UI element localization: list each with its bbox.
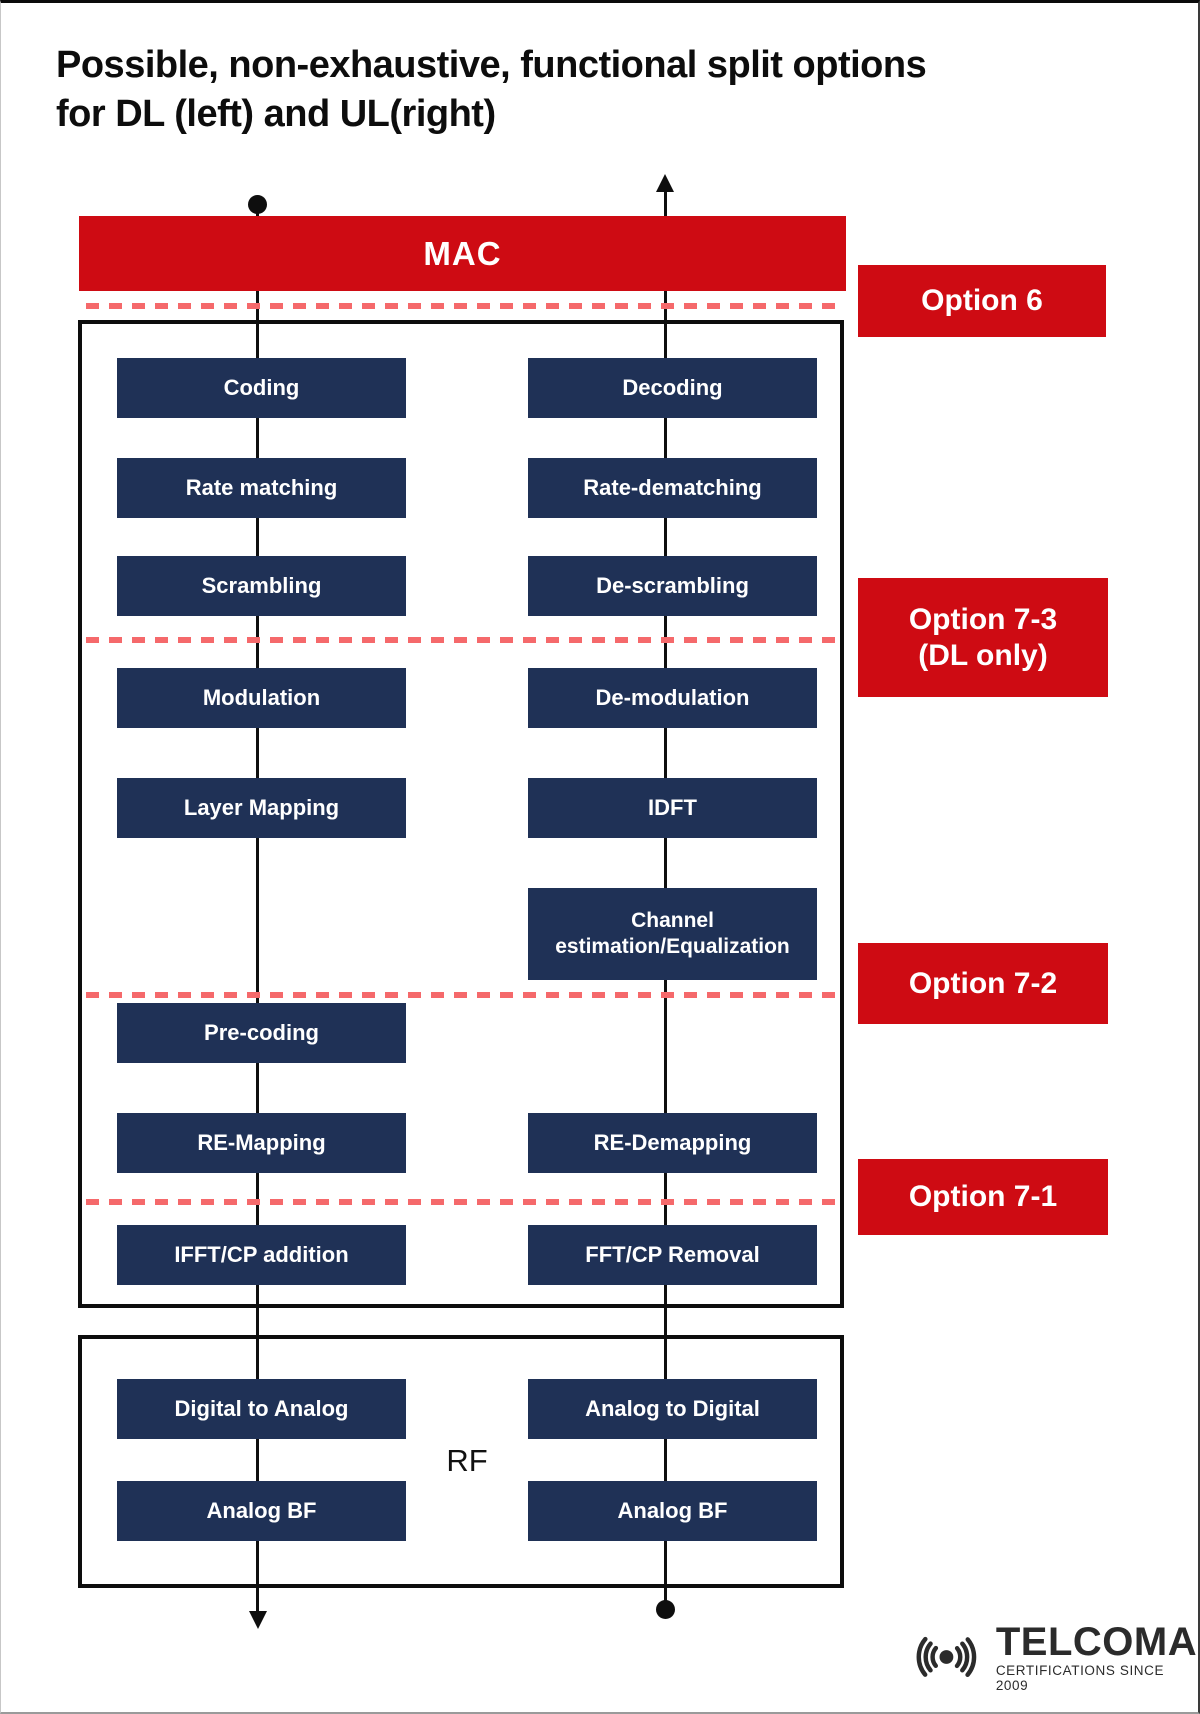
dl-box-re-mapping: RE-Mapping xyxy=(117,1113,406,1173)
page-title: Possible, non-exhaustive, functional spl… xyxy=(56,41,1106,139)
page-title-line1: Possible, non-exhaustive, functional spl… xyxy=(56,44,927,86)
ul-box-decoding-label: Decoding xyxy=(622,375,723,400)
dl-start-dot xyxy=(248,195,267,214)
logo-text-block: TELCOMA CERTIFICATIONS SINCE 2009 xyxy=(996,1622,1198,1693)
dl-end-arrow-icon xyxy=(249,1611,267,1629)
option72-label: Option 7-2 xyxy=(858,943,1108,1024)
telcoma-logo: TELCOMA CERTIFICATIONS SINCE 2009 xyxy=(901,1621,1198,1693)
ul-box-de-scrambling: De-scrambling xyxy=(528,556,817,616)
ul-box-re-demapping-label: RE-Demapping xyxy=(593,1130,752,1155)
ul-box-de-modulation: De-modulation xyxy=(528,668,817,728)
dl-box-ifft-cp-addition-label: IFFT/CP addition xyxy=(174,1242,349,1267)
option71-text: Option 7-1 xyxy=(908,1180,1058,1213)
ul-box-channel-estimation: Channel estimation/Equalization xyxy=(528,888,817,980)
ul-box-fft-cp-removal: FFT/CP Removal xyxy=(528,1225,817,1285)
dl-box-re-mapping-label: RE-Mapping xyxy=(197,1130,326,1155)
split-line-option73 xyxy=(86,637,839,643)
dl-box-analog-bf-label: Analog BF xyxy=(206,1498,317,1523)
dl-box-rate-matching: Rate matching xyxy=(117,458,406,518)
dl-box-scrambling: Scrambling xyxy=(117,556,406,616)
dl-box-layer-mapping-label: Layer Mapping xyxy=(183,795,340,820)
ul-box-analog-to-digital: Analog to Digital xyxy=(528,1379,817,1439)
option73-text: Option 7-3 xyxy=(908,602,1058,636)
split-line-option72 xyxy=(86,992,839,998)
dl-flow-line xyxy=(256,203,259,1613)
ul-box-decoding: Decoding xyxy=(528,358,817,418)
ul-box-analog-to-digital-label: Analog to Digital xyxy=(585,1396,760,1421)
dl-box-coding: Coding xyxy=(117,358,406,418)
dl-box-modulation: Modulation xyxy=(117,668,406,728)
dl-box-scrambling-label: Scrambling xyxy=(201,573,322,598)
ul-box-fft-cp-removal-label: FFT/CP Removal xyxy=(585,1242,760,1267)
radio-waves-icon xyxy=(916,1627,977,1687)
baseband-container xyxy=(78,320,844,1308)
dl-box-rate-matching-label: Rate matching xyxy=(185,475,338,500)
ul-box-rate-dematching: Rate-dematching xyxy=(528,458,817,518)
option71-label: Option 7-1 xyxy=(858,1159,1108,1235)
ul-box-de-modulation-label: De-modulation xyxy=(595,685,750,710)
logo-name: TELCOMA xyxy=(995,1619,1198,1664)
dl-box-layer-mapping: Layer Mapping xyxy=(117,778,406,838)
dl-box-digital-to-analog: Digital to Analog xyxy=(117,1379,406,1439)
ul-box-de-scrambling-label: De-scrambling xyxy=(596,573,749,598)
ul-box-analog-bf-label: Analog BF xyxy=(617,1498,728,1523)
ul-box-idft-label: IDFT xyxy=(648,795,697,820)
dl-box-analog-bf: Analog BF xyxy=(117,1481,406,1541)
ul-end-dot xyxy=(656,1600,675,1619)
ul-box-rate-dematching-label: Rate-dematching xyxy=(583,475,762,500)
dl-box-digital-to-analog-label: Digital to Analog xyxy=(174,1396,349,1421)
dl-box-ifft-cp-addition: IFFT/CP addition xyxy=(117,1225,406,1285)
option73-subtext: (DL only) xyxy=(918,638,1048,672)
page-title-line2: for DL (left) and UL(right) xyxy=(56,93,496,135)
ul-box-analog-bf: Analog BF xyxy=(528,1481,817,1541)
split-line-option71 xyxy=(86,1199,839,1205)
option6-label: Option 6 xyxy=(858,265,1106,337)
ul-box-channel-estimation-label: Channel estimation/Equalization xyxy=(555,909,790,958)
rf-section-label: RF xyxy=(446,1443,488,1478)
dl-box-pre-coding: Pre-coding xyxy=(117,1003,406,1063)
split-line-option6 xyxy=(86,303,839,309)
option6-text: Option 6 xyxy=(921,284,1043,317)
dl-box-coding-label: Coding xyxy=(223,375,300,400)
ul-box-re-demapping: RE-Demapping xyxy=(528,1113,817,1173)
logo-tagline: CERTIFICATIONS SINCE 2009 xyxy=(995,1662,1165,1693)
rf-container xyxy=(78,1335,844,1588)
dl-box-pre-coding-label: Pre-coding xyxy=(204,1020,319,1045)
mac-block: MAC xyxy=(79,216,846,291)
ul-box-idft: IDFT xyxy=(528,778,817,838)
option73-label: Option 7-3 (DL only) xyxy=(858,578,1108,697)
dl-box-modulation-label: Modulation xyxy=(202,685,321,710)
option72-text: Option 7-2 xyxy=(908,966,1058,1000)
ul-start-arrow-icon xyxy=(656,174,674,192)
mac-label: MAC xyxy=(423,234,502,272)
